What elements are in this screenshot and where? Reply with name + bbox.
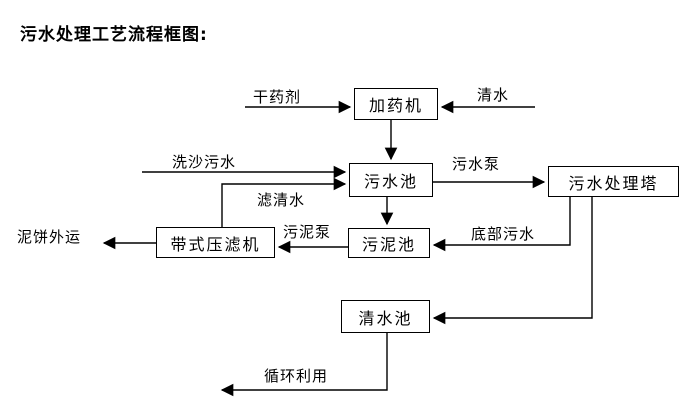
arrow-filtered-water-to-sewage-pool: [221, 177, 347, 227]
node-sewage-pool: 污水池: [349, 163, 433, 197]
edge-label-sand-washing-sewage: 洗沙污水: [172, 153, 237, 171]
node-belt-filter-press: 带式压滤机: [156, 227, 275, 258]
edge-label-recycle-use: 循环利用: [264, 367, 329, 385]
edge-label-filtered-water: 滤清水: [257, 191, 306, 209]
arrow-bottom-sewage-to-sludge-pool: [432, 197, 571, 252]
node-belt-filter-press-label: 带式压滤机: [170, 234, 261, 254]
edge-label-dry-chemical: 干药剂: [253, 88, 302, 106]
edge-label-clean-water: 清水: [477, 86, 510, 104]
edge-label-sewage-pump: 污水泵: [452, 155, 501, 173]
node-dosing-machine-label: 加药机: [368, 96, 423, 115]
page-title: 污水处理工艺流程框图:: [20, 25, 208, 45]
node-clean-water-pool-label: 清水池: [358, 308, 413, 328]
edge-label-bottom-sewage: 底部污水: [471, 225, 536, 243]
node-dosing-machine: 加药机: [354, 88, 438, 120]
node-sludge-pool: 污泥池: [348, 228, 430, 258]
node-sludge-pool-label: 污泥池: [361, 235, 416, 254]
edge-label-mud-cake-out: 泥饼外运: [17, 228, 82, 246]
arrow-tower-to-clean-water-pool: [432, 197, 593, 325]
edge-label-sludge-pump: 污泥泵: [283, 223, 332, 241]
node-sewage-pool-label: 污水池: [363, 172, 418, 191]
arrow-clean-water-pool-to-recycle: [220, 333, 388, 397]
node-clean-water-pool: 清水池: [341, 300, 430, 333]
node-treatment-tower: 污水处理塔: [548, 166, 679, 197]
node-treatment-tower-label: 污水处理塔: [568, 173, 659, 193]
